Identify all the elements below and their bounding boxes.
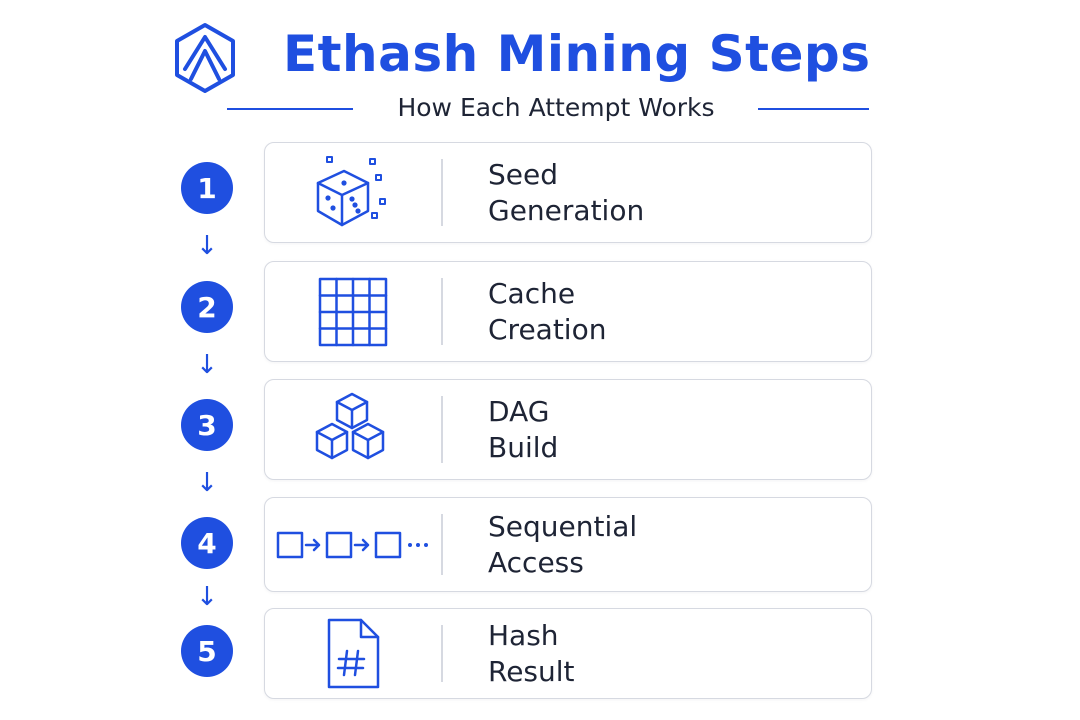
step-5-title-line1: Hash bbox=[488, 618, 559, 652]
step-card-cache-creation: Cache Creation bbox=[264, 261, 872, 362]
step-4-title-line1: Sequential bbox=[488, 509, 638, 543]
step-1-title-line1: Seed bbox=[488, 157, 558, 191]
arrow-down-icon: ↓ bbox=[196, 231, 218, 261]
title-rule-left bbox=[227, 108, 353, 110]
step-1-title-line2: Generation bbox=[488, 193, 645, 227]
grid-icon bbox=[318, 277, 388, 346]
step-2-title-line2: Creation bbox=[488, 312, 607, 346]
step-5-title-line2: Result bbox=[488, 654, 575, 688]
dice-icon bbox=[316, 155, 386, 226]
step-3-title-line2: Build bbox=[488, 430, 559, 464]
step-card-dag-build: DAG Build bbox=[264, 379, 872, 480]
step-4-number: 4 bbox=[181, 517, 233, 569]
arrow-down-icon: ↓ bbox=[196, 582, 218, 612]
cubes-icon bbox=[315, 392, 385, 459]
step-1-number: 1 bbox=[181, 162, 233, 214]
step-2-number: 2 bbox=[181, 281, 233, 333]
step-card-hash-result: Hash Result bbox=[264, 608, 872, 699]
page-subtitle: How Each Attempt Works bbox=[397, 93, 715, 122]
step-card-sequential-access: Sequential Access bbox=[264, 497, 872, 592]
step-4-title-line2: Access bbox=[488, 545, 584, 579]
arrow-down-icon: ↓ bbox=[196, 468, 218, 498]
page-title: Ethash Mining Steps bbox=[283, 25, 871, 83]
step-3-title-line1: DAG bbox=[488, 394, 550, 428]
step-5-number: 5 bbox=[181, 625, 233, 677]
step-2-title-line1: Cache bbox=[488, 276, 576, 310]
logo-icon bbox=[175, 23, 235, 93]
step-card-seed-generation: Seed Generation bbox=[264, 142, 872, 243]
sequence-icon bbox=[276, 531, 428, 558]
title-rule-right bbox=[758, 108, 869, 110]
arrow-down-icon: ↓ bbox=[196, 350, 218, 380]
step-3-number: 3 bbox=[181, 399, 233, 451]
hash-document-icon bbox=[327, 618, 380, 688]
